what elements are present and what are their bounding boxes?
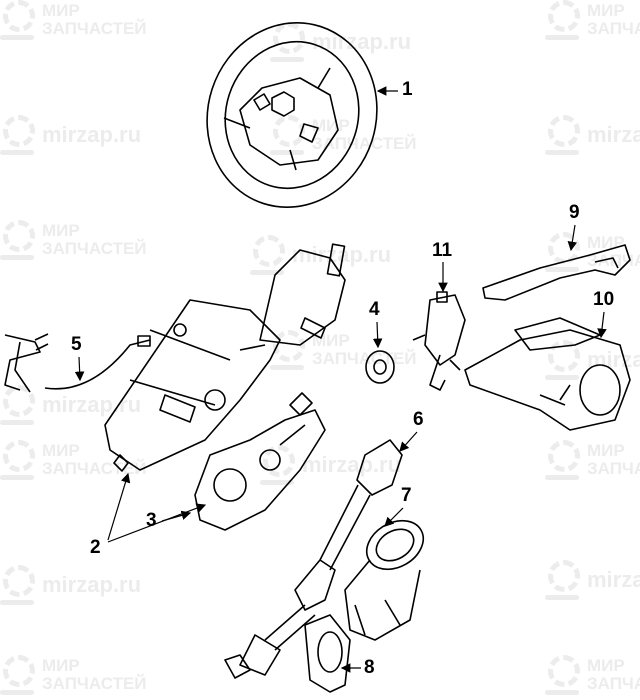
callout-1: 1 [402,79,413,100]
watermark-text: ЗАПЧАСТЕЙ [312,349,417,368]
callout-8: 8 [364,657,375,678]
watermark: mirzap.ru [545,340,640,380]
map-pin-icon [545,115,580,155]
map-pin-icon [545,340,580,380]
watermark-text: ЗАПЧАСТЕЙ [42,674,147,693]
watermark-text: ЗАПЧАСТЕЙ [42,239,147,258]
watermark-text: mirzap.ru [302,452,402,477]
map-pin-icon [545,440,580,480]
watermark-text: ЗАПЧАСТЕЙ [42,459,147,478]
callout-6: 6 [413,409,424,430]
watermark-text: mirzap.ru [587,347,640,372]
map-pin-icon [0,0,35,40]
watermark: mirzap.ru [260,445,401,485]
boot [344,519,425,641]
watermark-text: ЗАПЧАСТЕЙ [587,19,640,38]
leader-lines [74,86,607,673]
map-pin-icon [545,560,580,600]
watermark: mirzap.ru [545,115,640,155]
wire-harness [4,333,151,393]
watermark-text: ЗАПЧАСТЕЙ [312,134,417,153]
steering-column [104,243,346,472]
watermark-text: МИР [587,656,625,675]
watermark: mirzap.ru [270,22,411,62]
map-pin-icon [260,445,295,485]
map-pin-icon [0,440,35,480]
callout-3: 3 [146,510,157,531]
steering-wheel [206,22,378,208]
map-pin-icon [545,655,580,695]
watermark-text: mirzap.ru [42,572,142,597]
watermark: mirzap.ru [0,115,141,155]
watermark-text: mirzap.ru [587,122,640,147]
watermark-text: МИР [42,441,80,460]
watermark-text: МИР [42,656,80,675]
upper-cover [482,244,631,301]
seal-plate [304,614,351,693]
callout-9: 9 [569,202,580,223]
column-motor-assembly [194,392,326,531]
watermark-text: ЗАПЧАСТЕЙ [42,19,147,38]
watermark-text: mirzap.ru [42,122,142,147]
watermark-text: mirzap.ru [312,29,412,54]
watermark-text: ЗАПЧАСТЕЙ [587,674,640,693]
callout-2: 2 [90,537,101,558]
map-pin-icon [0,220,35,260]
watermark: mirzap.ru [0,565,141,605]
map-pin-icon [0,655,35,695]
map-pin-icon [0,385,35,425]
map-pin-icon [0,565,35,605]
watermark-text: mirzap.ru [587,567,640,592]
watermark: mirzap.ru [545,560,640,600]
callout-7: 7 [401,485,412,506]
map-pin-icon [250,235,285,275]
callout-5: 5 [71,334,82,355]
map-pin-icon [0,115,35,155]
callout-11: 11 [432,240,453,261]
callout-4: 4 [369,299,380,320]
watermark-text: МИР [312,116,350,135]
map-pin-icon [270,330,305,370]
watermark-text: ЗАПЧАСТЕЙ [587,459,640,478]
watermark-text: МИР [42,221,80,240]
callout-10: 10 [593,289,615,310]
map-pin-icon [545,0,580,40]
ignition-lock [412,291,466,391]
map-pin-icon [270,22,305,62]
watermark-text: МИР [587,1,625,20]
bushing [365,350,395,384]
lower-cover [464,317,631,431]
watermark-text: МИР [587,441,625,460]
intermediate-shaft [224,439,403,679]
watermark-text: МИР [42,1,80,20]
